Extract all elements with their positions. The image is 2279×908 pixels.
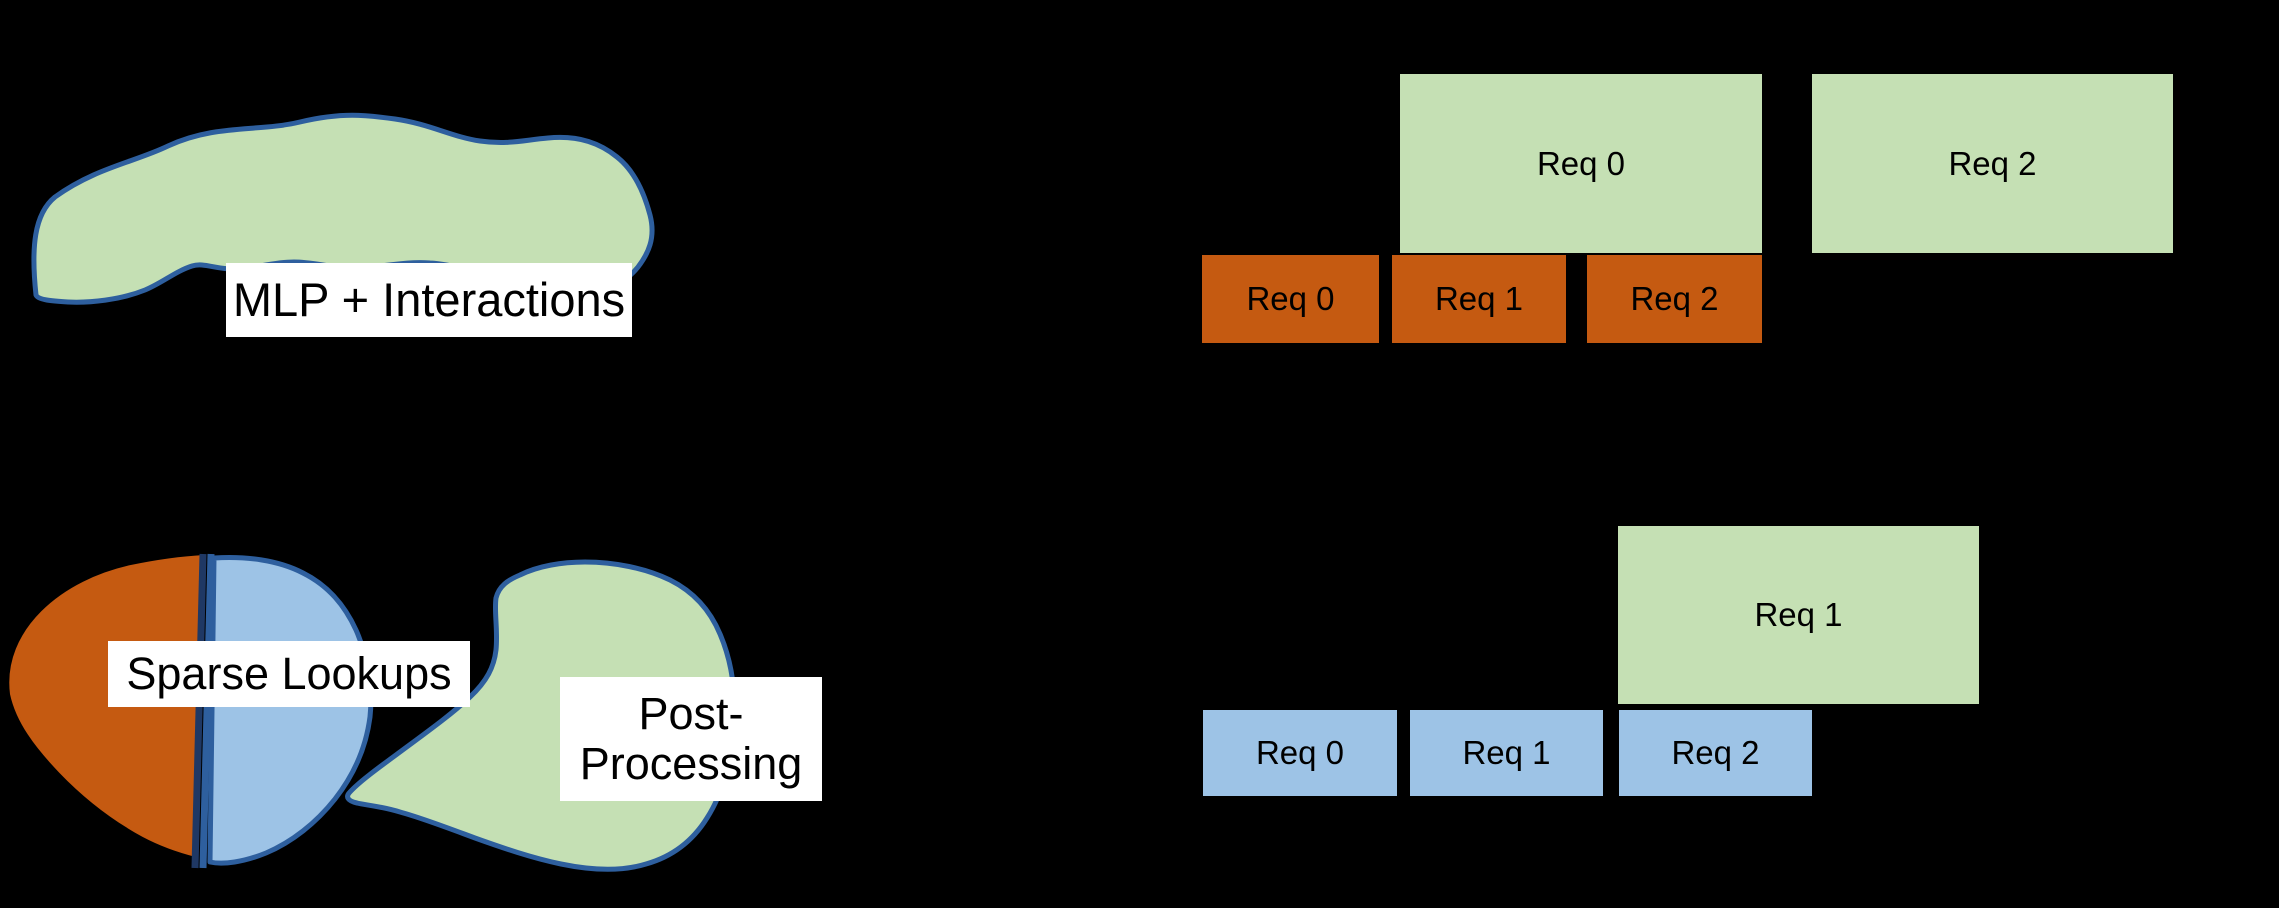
timeline-block[interactable]: Req 2 (1619, 710, 1812, 796)
sparse-lookups-divider-shadow (199, 553, 215, 869)
timeline-block[interactable]: Req 0 (1203, 710, 1397, 796)
sparse-lookups-divider (191, 553, 207, 869)
timeline-block-label: Req 2 (1948, 144, 2037, 182)
blob-illustration (9, 112, 737, 872)
timeline-block[interactable]: Req 2 (1587, 255, 1762, 343)
timeline-block-label: Req 0 (1536, 144, 1626, 182)
timeline-block-label: Req 1 (1754, 596, 1843, 633)
timeline-block-label: Req 2 (1671, 734, 1760, 771)
timeline-block-label: Req 0 (1246, 280, 1335, 317)
post-processing-label-line2: Processing (579, 738, 803, 789)
post-processing-label-line1: Post- (638, 687, 744, 739)
sparse-lookups-label: Sparse Lookups (108, 641, 470, 707)
timeline-block-label: Req 1 (1462, 734, 1551, 771)
timeline-block[interactable]: Req 0 (1400, 74, 1762, 253)
timeline-block[interactable]: Req 2 (1812, 74, 2173, 253)
timeline-block[interactable]: Req 1 (1618, 526, 1979, 704)
timeline-block-label: Req 2 (1630, 280, 1719, 317)
timeline-block[interactable]: Req 0 (1202, 255, 1379, 343)
sparse-lookups-blue-blob (207, 555, 374, 866)
timeline-block-label: Req 0 (1255, 734, 1345, 771)
timeline-block[interactable]: Req 1 (1410, 710, 1603, 796)
mlp-interactions-label: MLP + Interactions (226, 263, 632, 337)
timeline-block-label: Req 1 (1434, 280, 1524, 317)
timeline-block[interactable]: Req 1 (1392, 255, 1566, 343)
post-processing-label: Post- Processing (560, 677, 822, 801)
